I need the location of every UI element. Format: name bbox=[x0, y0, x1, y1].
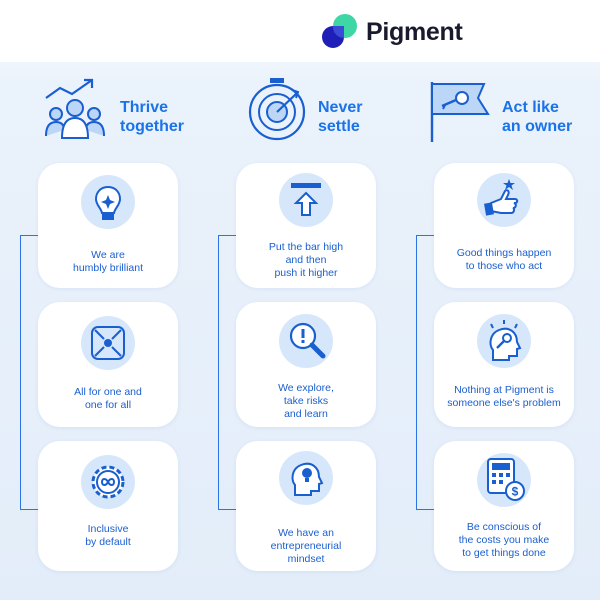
value-card: $ Be conscious of the costs you make to … bbox=[434, 441, 574, 571]
target-icon bbox=[248, 78, 306, 141]
pigment-logo-icon bbox=[320, 14, 360, 50]
column-title: Thrive together bbox=[120, 99, 184, 135]
column-bracket bbox=[218, 235, 236, 510]
key-flag-icon bbox=[430, 82, 490, 142]
column-header-never-settle: Never settle bbox=[240, 78, 400, 148]
converge-arrows-icon bbox=[81, 316, 135, 370]
value-card: Inclusive by default bbox=[38, 441, 178, 571]
value-card: We explore, take risks and learn bbox=[236, 302, 376, 427]
brand-name: Pigment bbox=[366, 18, 463, 46]
calculator-dollar-icon: $ bbox=[477, 453, 531, 507]
value-card: Put the bar high and then push it higher bbox=[236, 163, 376, 288]
team-growth-icon bbox=[45, 78, 105, 139]
head-lightbulb-icon bbox=[279, 451, 333, 505]
value-card: Good things happen to those who act bbox=[434, 163, 574, 288]
magnifier-exclamation-icon bbox=[279, 314, 333, 368]
column-bracket bbox=[416, 235, 434, 510]
column-bracket bbox=[20, 235, 38, 510]
value-card: We have an entrepreneurial mindset bbox=[236, 441, 376, 571]
lightbulb-icon bbox=[81, 175, 135, 229]
column-header-act-like-an-owner: Act like an owner bbox=[426, 78, 596, 148]
head-key-icon bbox=[477, 314, 531, 368]
card-label: Be conscious of the costs you make to ge… bbox=[458, 521, 550, 559]
card-label: All for one and one for all bbox=[74, 386, 142, 411]
card-label: We are humbly brilliant bbox=[72, 249, 144, 274]
card-label: Put the bar high and then push it higher bbox=[268, 241, 344, 279]
value-card: Nothing at Pigment is someone else's pro… bbox=[434, 302, 574, 427]
gear-infinity-icon bbox=[81, 455, 135, 509]
value-card: All for one and one for all bbox=[38, 302, 178, 427]
thumbs-up-star-icon bbox=[477, 173, 531, 227]
card-label: We have an entrepreneurial mindset bbox=[270, 527, 342, 565]
header: Pigment bbox=[0, 0, 600, 62]
card-label: Nothing at Pigment is someone else's pro… bbox=[447, 384, 561, 409]
value-card: We are humbly brilliant bbox=[38, 163, 178, 288]
card-label: We explore, take risks and learn bbox=[278, 382, 334, 420]
column-title: Never settle bbox=[318, 99, 363, 135]
card-label: Good things happen to those who act bbox=[456, 247, 552, 272]
card-label: Inclusive by default bbox=[85, 523, 131, 548]
arrow-up-bar-icon bbox=[279, 173, 333, 227]
svg-text:$: $ bbox=[512, 485, 519, 499]
column-title: Act like an owner bbox=[502, 99, 573, 135]
column-header-thrive-together: Thrive together bbox=[40, 78, 200, 148]
